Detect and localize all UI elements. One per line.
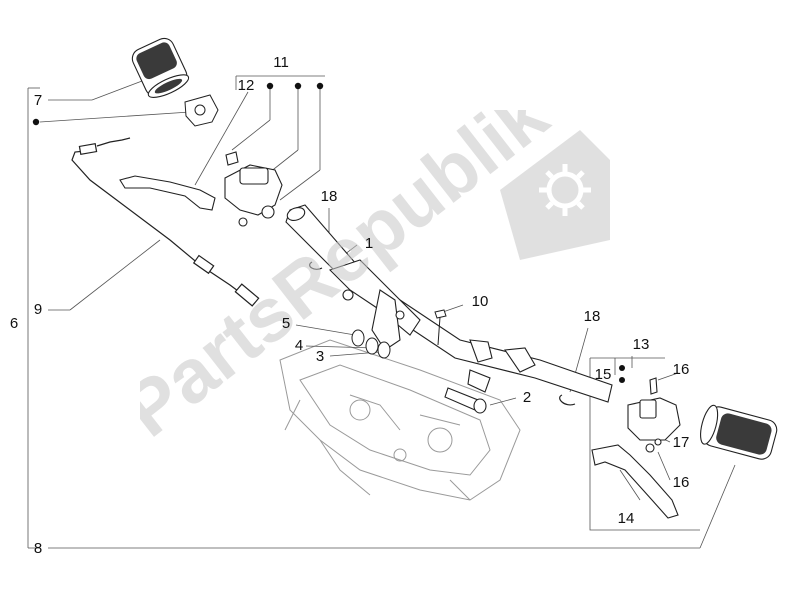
- engine-frame-sketch: [279, 339, 521, 501]
- callout-10: 10: [471, 293, 489, 310]
- callout-14: 14: [617, 510, 635, 527]
- handlebar: [285, 204, 613, 403]
- right-grip: [700, 404, 778, 460]
- group-box-13: [589, 357, 700, 531]
- callout-16-bottom: 16: [672, 474, 690, 491]
- callout-16-top: 16: [672, 361, 690, 378]
- callout-1: 1: [364, 235, 374, 252]
- group-bracket-6: [27, 87, 40, 549]
- callout-7: 7: [33, 92, 43, 109]
- clip-ring-right: [559, 394, 576, 406]
- callout-12: 12: [237, 77, 255, 94]
- brake-cable: [71, 137, 260, 307]
- callout-13: 13: [632, 336, 650, 353]
- clip-ring-left: [309, 261, 323, 270]
- callout-17: 17: [672, 434, 690, 451]
- callout-18-right: 18: [583, 308, 601, 325]
- callout-15: 15: [594, 366, 612, 383]
- bolt-10: [434, 309, 447, 346]
- left-master-cylinder: [224, 151, 283, 227]
- bolt-2: [444, 369, 491, 414]
- cable-adjuster: [184, 94, 219, 127]
- callout-5: 5: [281, 315, 291, 332]
- washers: [351, 329, 391, 359]
- callout-3: 3: [315, 348, 325, 365]
- callout-2: 2: [522, 389, 532, 406]
- callout-6: 6: [9, 315, 19, 332]
- callout-4: 4: [294, 337, 304, 354]
- right-brake-assembly: [627, 377, 681, 453]
- callout-8: 8: [33, 540, 43, 557]
- bullet-dots: [32, 82, 625, 383]
- callout-18-left: 18: [320, 188, 338, 205]
- callout-11: 11: [273, 54, 289, 71]
- left-grip: [131, 37, 190, 98]
- right-brake-lever: [591, 444, 679, 519]
- left-brake-lever: [119, 175, 216, 211]
- callout-9: 9: [33, 301, 43, 318]
